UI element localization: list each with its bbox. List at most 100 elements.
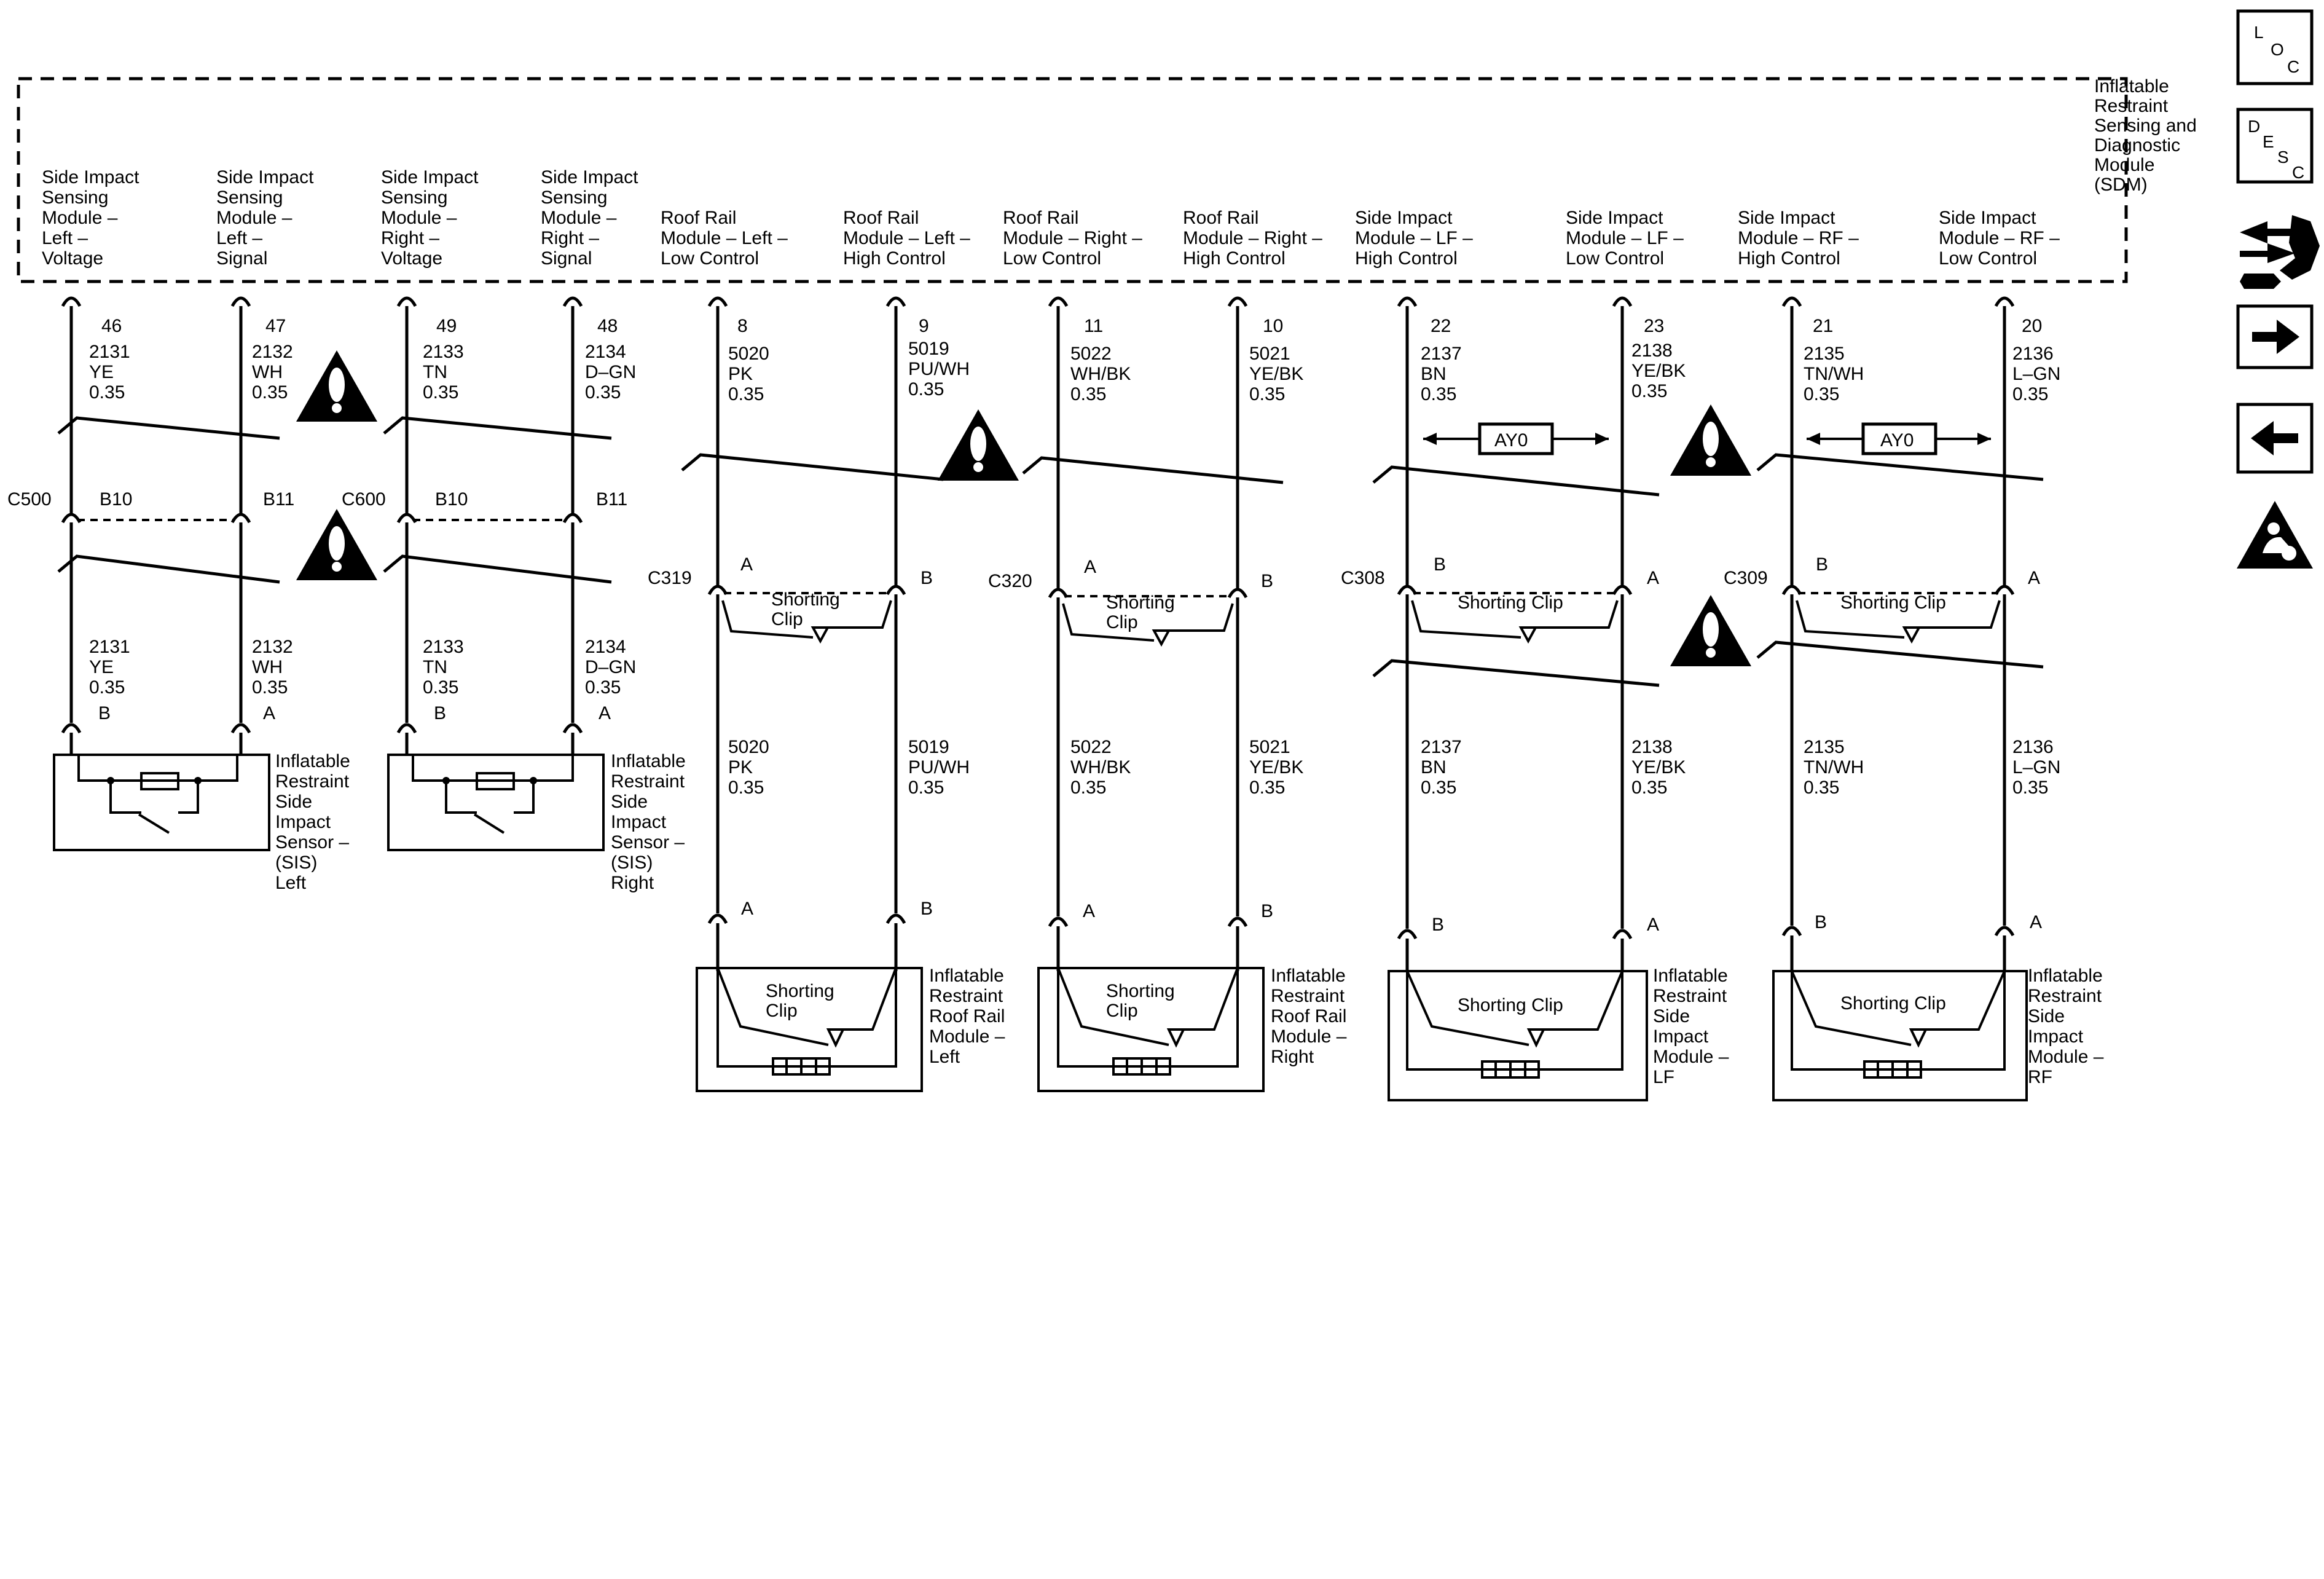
svg-text:A: A	[263, 703, 275, 723]
option-arrow-head	[1595, 433, 1609, 445]
option-arrow-head	[1977, 433, 1991, 445]
warning-dot	[332, 562, 342, 572]
inline-terminal	[1612, 585, 1633, 596]
svg-text:B: B	[1261, 901, 1273, 921]
connector-shorting-clip	[828, 600, 892, 629]
wire-break-mark	[57, 416, 280, 440]
warning-exclamation	[1703, 422, 1719, 456]
connector-c600-name: C600	[342, 489, 386, 510]
warning-exclamation	[329, 368, 345, 402]
sim-lf-module: Shorting Clip	[1388, 970, 1648, 1101]
svg-text:B: B	[1815, 912, 1827, 932]
svg-text:A: A	[1083, 901, 1095, 921]
sdm-terminal	[1781, 296, 1802, 307]
c309-shorting-clip-label: Shorting Clip	[1840, 593, 1946, 613]
connector-c319-name: C319	[648, 568, 692, 588]
sdm-title: Inflatable Restraint Sensing and Diagnos…	[2094, 76, 2202, 195]
connector-shorting-clip	[1062, 603, 1155, 642]
desc-icon[interactable]: D E S C	[2236, 108, 2314, 184]
svg-text:B: B	[921, 899, 933, 919]
sdm-terminal	[1048, 296, 1069, 307]
wire-break-mark	[1372, 465, 1660, 497]
c308-shorting-clip-label: Shorting Clip	[1458, 593, 1563, 613]
svg-text:B: B	[98, 703, 111, 723]
inline-terminal	[707, 585, 728, 596]
svg-text:S: S	[2277, 148, 2289, 167]
wire-break-mark	[681, 453, 944, 481]
sdm-module-box	[17, 77, 2128, 283]
sim-rf-shorting-clip-label: Shorting Clip	[1840, 993, 1946, 1014]
arrow-left-icon[interactable]	[2236, 403, 2314, 474]
warning-dot	[332, 403, 342, 413]
pin-number-46: 46	[101, 316, 122, 336]
pin-number-22: 22	[1431, 316, 1451, 336]
warning-dot	[1706, 457, 1716, 467]
sdm-terminal	[885, 296, 906, 307]
pin-number-48: 48	[597, 316, 618, 336]
connector-shorting-clip	[1411, 600, 1521, 639]
inline-terminal	[885, 585, 906, 596]
svg-text:B: B	[1432, 915, 1444, 935]
connector-c309-pin-a: A	[2028, 568, 2040, 588]
connector-shorting-clip	[1919, 600, 2001, 629]
pin-number-10: 10	[1263, 316, 1283, 336]
connector-c600-pin-b: B11	[596, 489, 627, 510]
pin-number-49: 49	[436, 316, 457, 336]
connector-shorting-clip-contact	[1902, 626, 1922, 644]
warning-exclamation	[329, 526, 345, 561]
inline-terminal	[396, 513, 417, 524]
pin-number-9: 9	[919, 316, 929, 336]
sdm-terminal	[1397, 296, 1418, 307]
inline-terminal	[1781, 585, 1802, 596]
connector-shorting-clip-contact	[1518, 626, 1538, 644]
inline-terminal	[1994, 585, 2015, 596]
svg-text:B: B	[434, 703, 446, 723]
warning-dot	[1706, 648, 1716, 658]
inline-terminal	[562, 513, 583, 524]
wire-break-mark	[1372, 659, 1660, 687]
wire-break-mark	[1022, 456, 1284, 484]
connector-tool-icon[interactable]	[2240, 215, 2320, 289]
pin-number-23: 23	[1644, 316, 1664, 336]
warnings	[296, 350, 1751, 666]
component-terminal	[1048, 916, 1069, 927]
connector-c308-name: C308	[1341, 568, 1385, 588]
connector-c320-pin-b: B	[1261, 571, 1273, 591]
component-terminal	[1994, 926, 2015, 937]
svg-text:A: A	[1647, 915, 1659, 935]
arrow-right-icon[interactable]	[2236, 304, 2314, 369]
sdm-terminal	[1612, 296, 1633, 307]
pin-number-11: 11	[1084, 316, 1103, 336]
wire-break-mark	[383, 554, 612, 584]
loc-icon[interactable]: L O C	[2236, 9, 2314, 85]
